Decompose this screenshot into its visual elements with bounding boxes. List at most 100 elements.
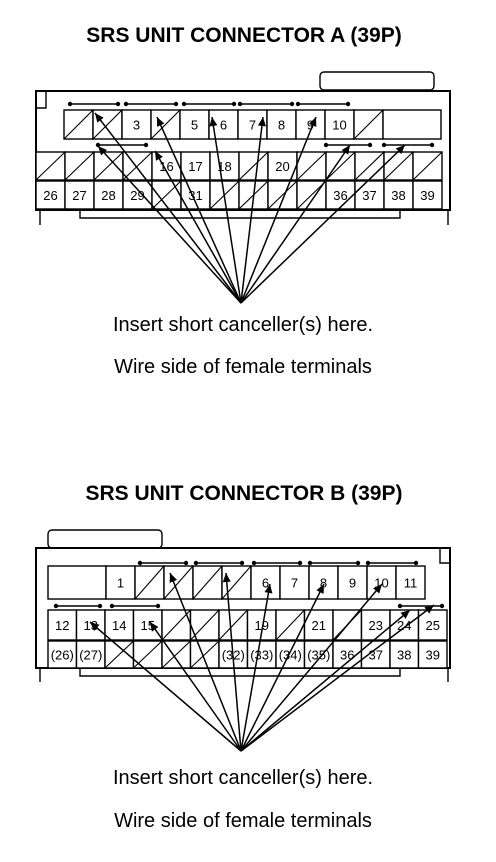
connector-b-terminal-number: 15 (141, 618, 155, 633)
connector-b-arrow-7 (240, 609, 411, 752)
connector-b-short-bar-0 (137, 560, 189, 566)
connector-b-terminal-row2-8 (275, 609, 306, 641)
connector-a-terminal-row3-0: 26 (35, 180, 66, 210)
connector-a-terminal-row3-10: 36 (325, 180, 356, 210)
connector-b-short-bar-3 (307, 560, 361, 566)
connector-a-terminal-row3-4 (151, 180, 182, 210)
connector-a-terminal-number: 17 (188, 159, 202, 174)
connector-b-terminal-row3-3 (132, 640, 163, 669)
connector-a-terminal-row3-3: 29 (122, 180, 153, 210)
connector-a-terminal-number: 37 (362, 188, 376, 203)
connector-a-terminal-number: 38 (391, 188, 405, 203)
connector-b-short-bar-6 (109, 603, 161, 609)
connector-a-terminal-row2-11 (354, 151, 385, 181)
connector-b-short-bar-4 (365, 560, 419, 566)
connector-a-terminal-row2-9 (296, 151, 327, 181)
connector-b-terminal-number: (34) (279, 648, 302, 663)
connector-b-terminal-row2-3: 15 (132, 609, 163, 641)
connector-a-terminal-row1-0 (63, 109, 94, 140)
connector-b-terminal-row2-6 (218, 609, 249, 641)
connector-b-short-bar-2 (251, 560, 303, 566)
connector-a-caption-2: Wire side of female terminals (114, 356, 372, 378)
connector-b-short-bars (53, 560, 445, 609)
connector-a-arrow-0 (94, 112, 242, 304)
connector-b-terminal-row3-13: 39 (417, 640, 448, 669)
connector-a-short-bar-7 (381, 142, 435, 148)
connector-a-terminal-row3-7 (238, 180, 269, 210)
connector-b-arrow-0 (89, 621, 242, 752)
connector-b-terminal-number: 11 (404, 576, 418, 591)
connector-b-title: SRS UNIT CONNECTOR B (39P) (86, 482, 403, 505)
connector-b-terminal-row3-0: (26) (47, 640, 78, 669)
connector-b-terminal-number: 1 (117, 576, 124, 591)
connector-b-terminal-row1-3 (134, 565, 165, 600)
connector-a-terminal-number: 29 (130, 188, 144, 203)
connector-a-terminal-number: 20 (275, 159, 289, 174)
connector-a-terminal-row2-1 (64, 151, 95, 181)
connector-b-arrow-1 (149, 621, 242, 752)
connector-a-terminal-number: 9 (307, 118, 314, 133)
connector-b-terminal-row2-4 (161, 609, 192, 641)
connector-b-short-bar-1 (193, 560, 245, 566)
connector-a-terminal-row2-2 (93, 151, 124, 181)
connector-a-short-bar-4 (295, 101, 351, 107)
connector-a-terminal-row2-5: 17 (180, 151, 211, 181)
connector-b-terminal-number: (26) (51, 648, 74, 663)
connector-a-terminal-row1-9: 10 (324, 109, 355, 140)
connector-a-terminal-row2-4: 16 (151, 151, 182, 181)
connector-a-arrow-7 (240, 144, 351, 304)
connector-a-short-bar-6 (323, 142, 373, 148)
connector-b-short-bar-7 (397, 603, 445, 609)
connector-a-terminal-row2-7 (238, 151, 269, 181)
connector-b-terminal-row2-11: 23 (360, 609, 391, 641)
connector-b-terminal-number: 21 (312, 618, 326, 633)
connector-a-arrows (94, 112, 406, 304)
connector-b-terminal-number: 12 (55, 618, 69, 633)
connector-a-terminal-row1-2: 3 (121, 109, 152, 140)
connector-b-terminal-number: 7 (291, 576, 298, 591)
connector-a-terminal-row2-12 (383, 151, 414, 181)
connector-b-terminal-number: (33) (250, 648, 273, 663)
connector-a-terminal-row3-12: 38 (383, 180, 414, 210)
connector-b-terminal-number: (27) (79, 648, 102, 663)
connector-a-arrow-1 (156, 116, 242, 304)
connector-a-terminal-row1-11 (382, 109, 442, 140)
connector-b-arrow-6 (240, 583, 383, 752)
connector-b-terminal-row1-0 (47, 565, 107, 600)
connector-a-terminal-row2-6: 18 (209, 151, 240, 181)
connector-b-terminal-row3-8: (34) (275, 640, 306, 669)
connector-b-terminal-number: 9 (349, 576, 356, 591)
connector-a-arrow-5 (97, 145, 242, 304)
connector-b-terminal-number: 36 (340, 648, 354, 663)
connector-b-terminal-number: 38 (397, 648, 411, 663)
connector-b-terminal-row1-8: 7 (279, 565, 310, 600)
connector-a-terminal-row2-13 (412, 151, 443, 181)
connector-a-arrow-6 (154, 150, 242, 304)
connector-a-arrow-2 (209, 116, 242, 304)
connector-b-caption-2: Wire side of female terminals (114, 810, 372, 832)
connector-b-terminal-row2-2: 14 (104, 609, 135, 641)
connector-a-short-bar-0 (67, 101, 121, 107)
connector-a-terminal-number: 36 (333, 188, 347, 203)
connector-a-terminal-number: 27 (72, 188, 86, 203)
connector-a-short-bar-1 (123, 101, 179, 107)
connector-a-terminal-row3-13: 39 (412, 180, 443, 210)
connector-b-terminal-row2-1: 13 (75, 609, 106, 641)
connector-b-arrow-8 (240, 604, 435, 752)
connector-b-terminal-number: 6 (262, 576, 269, 591)
connector-a-terminal-row1-4: 5 (179, 109, 210, 140)
connector-a-terminal-number: 3 (133, 118, 140, 133)
connector-b-arrow-5 (240, 583, 325, 752)
connector-b-terminal-row1-2: 1 (105, 565, 136, 600)
connector-a-terminal-row3-11: 37 (354, 180, 385, 210)
connector-a-short-bars (67, 101, 435, 148)
connector-a-terminal-row2-0 (35, 151, 66, 181)
connector-b-terminal-row1-4 (163, 565, 194, 600)
connector-b-terminal-row3-1: (27) (75, 640, 106, 669)
connector-b-terminal-row1-5 (192, 565, 223, 600)
connector-a-terminal-number: 39 (420, 188, 434, 203)
connector-a-terminal-number: 8 (278, 118, 285, 133)
